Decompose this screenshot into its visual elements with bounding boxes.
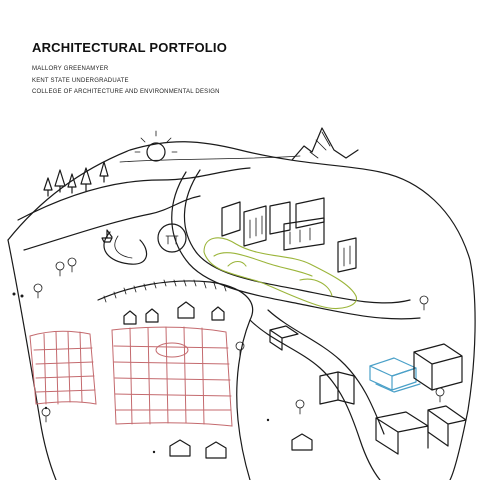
river-edge-upper: [17, 167, 251, 221]
sun-icon: [134, 130, 178, 162]
portfolio-title: ARCHITECTURAL PORTFOLIO: [32, 40, 228, 55]
tree-cluster-scattered: [33, 257, 445, 423]
building-cluster-east: [269, 325, 463, 405]
scatter-marks: [12, 292, 270, 454]
river-edge-lower: [23, 195, 201, 251]
building-cluster-north: [221, 197, 357, 273]
red-grid-west: [29, 330, 97, 405]
house-cluster-center: [123, 301, 225, 325]
tree-cluster-left: [43, 161, 109, 197]
main-road-south: [171, 171, 421, 320]
site-boundary-left: [7, 239, 57, 480]
site-boundary: [7, 141, 476, 480]
college-name: COLLEGE OF ARCHITECTURE AND ENVIRONMENTA…: [32, 89, 220, 95]
horizon-line: [119, 155, 301, 163]
road-south-east-2: [267, 309, 385, 435]
blue-highlight-building: [369, 357, 421, 393]
road-loop-west: [103, 231, 148, 265]
portfolio-header: ARCHITECTURAL PORTFOLIO MALLORY GREENAMY…: [32, 40, 227, 99]
school-name: KENT STATE UNDERGRADUATE: [32, 77, 129, 84]
author-name: MALLORY GREENAMYER: [32, 66, 109, 72]
green-park-zone: [203, 237, 357, 309]
railway-ties: [103, 279, 227, 303]
main-road-north: [183, 169, 411, 304]
road-south-east: [249, 319, 381, 480]
building-cluster-south: [169, 405, 467, 459]
road-loop-west-inner: [114, 235, 133, 259]
mountains-icon: [291, 127, 359, 161]
red-grid-center: [111, 326, 233, 427]
